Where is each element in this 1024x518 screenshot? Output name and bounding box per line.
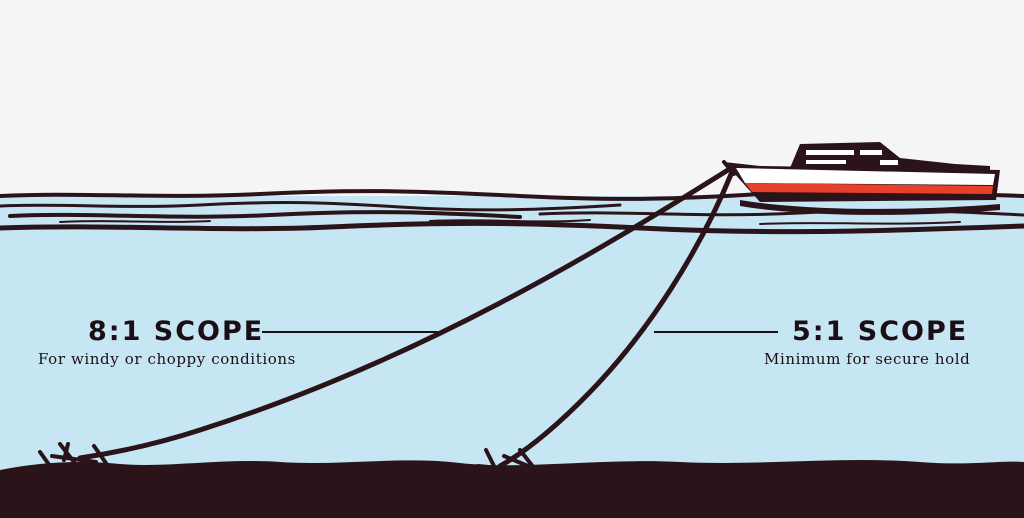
scope-subtitle-8-to-1: For windy or choppy conditions [38, 350, 296, 368]
scope-title-8-to-1: 8:1 SCOPE [88, 316, 265, 347]
boat-cabin [790, 142, 990, 172]
leader-line-left [262, 331, 438, 333]
anchor-rodes [77, 160, 736, 469]
seabed [0, 460, 1024, 518]
scope-title-5-to-1: 5:1 SCOPE [792, 316, 969, 347]
anchor-left [38, 442, 110, 468]
anchor-right [476, 448, 536, 476]
scope-subtitle-5-to-1: Minimum for secure hold [764, 350, 971, 368]
rode-5-to-1 [497, 169, 735, 469]
boat-hull-stripe [745, 183, 993, 194]
boat [724, 142, 1000, 215]
leader-line-right [654, 331, 778, 333]
rode-8-to-1 [77, 167, 731, 461]
